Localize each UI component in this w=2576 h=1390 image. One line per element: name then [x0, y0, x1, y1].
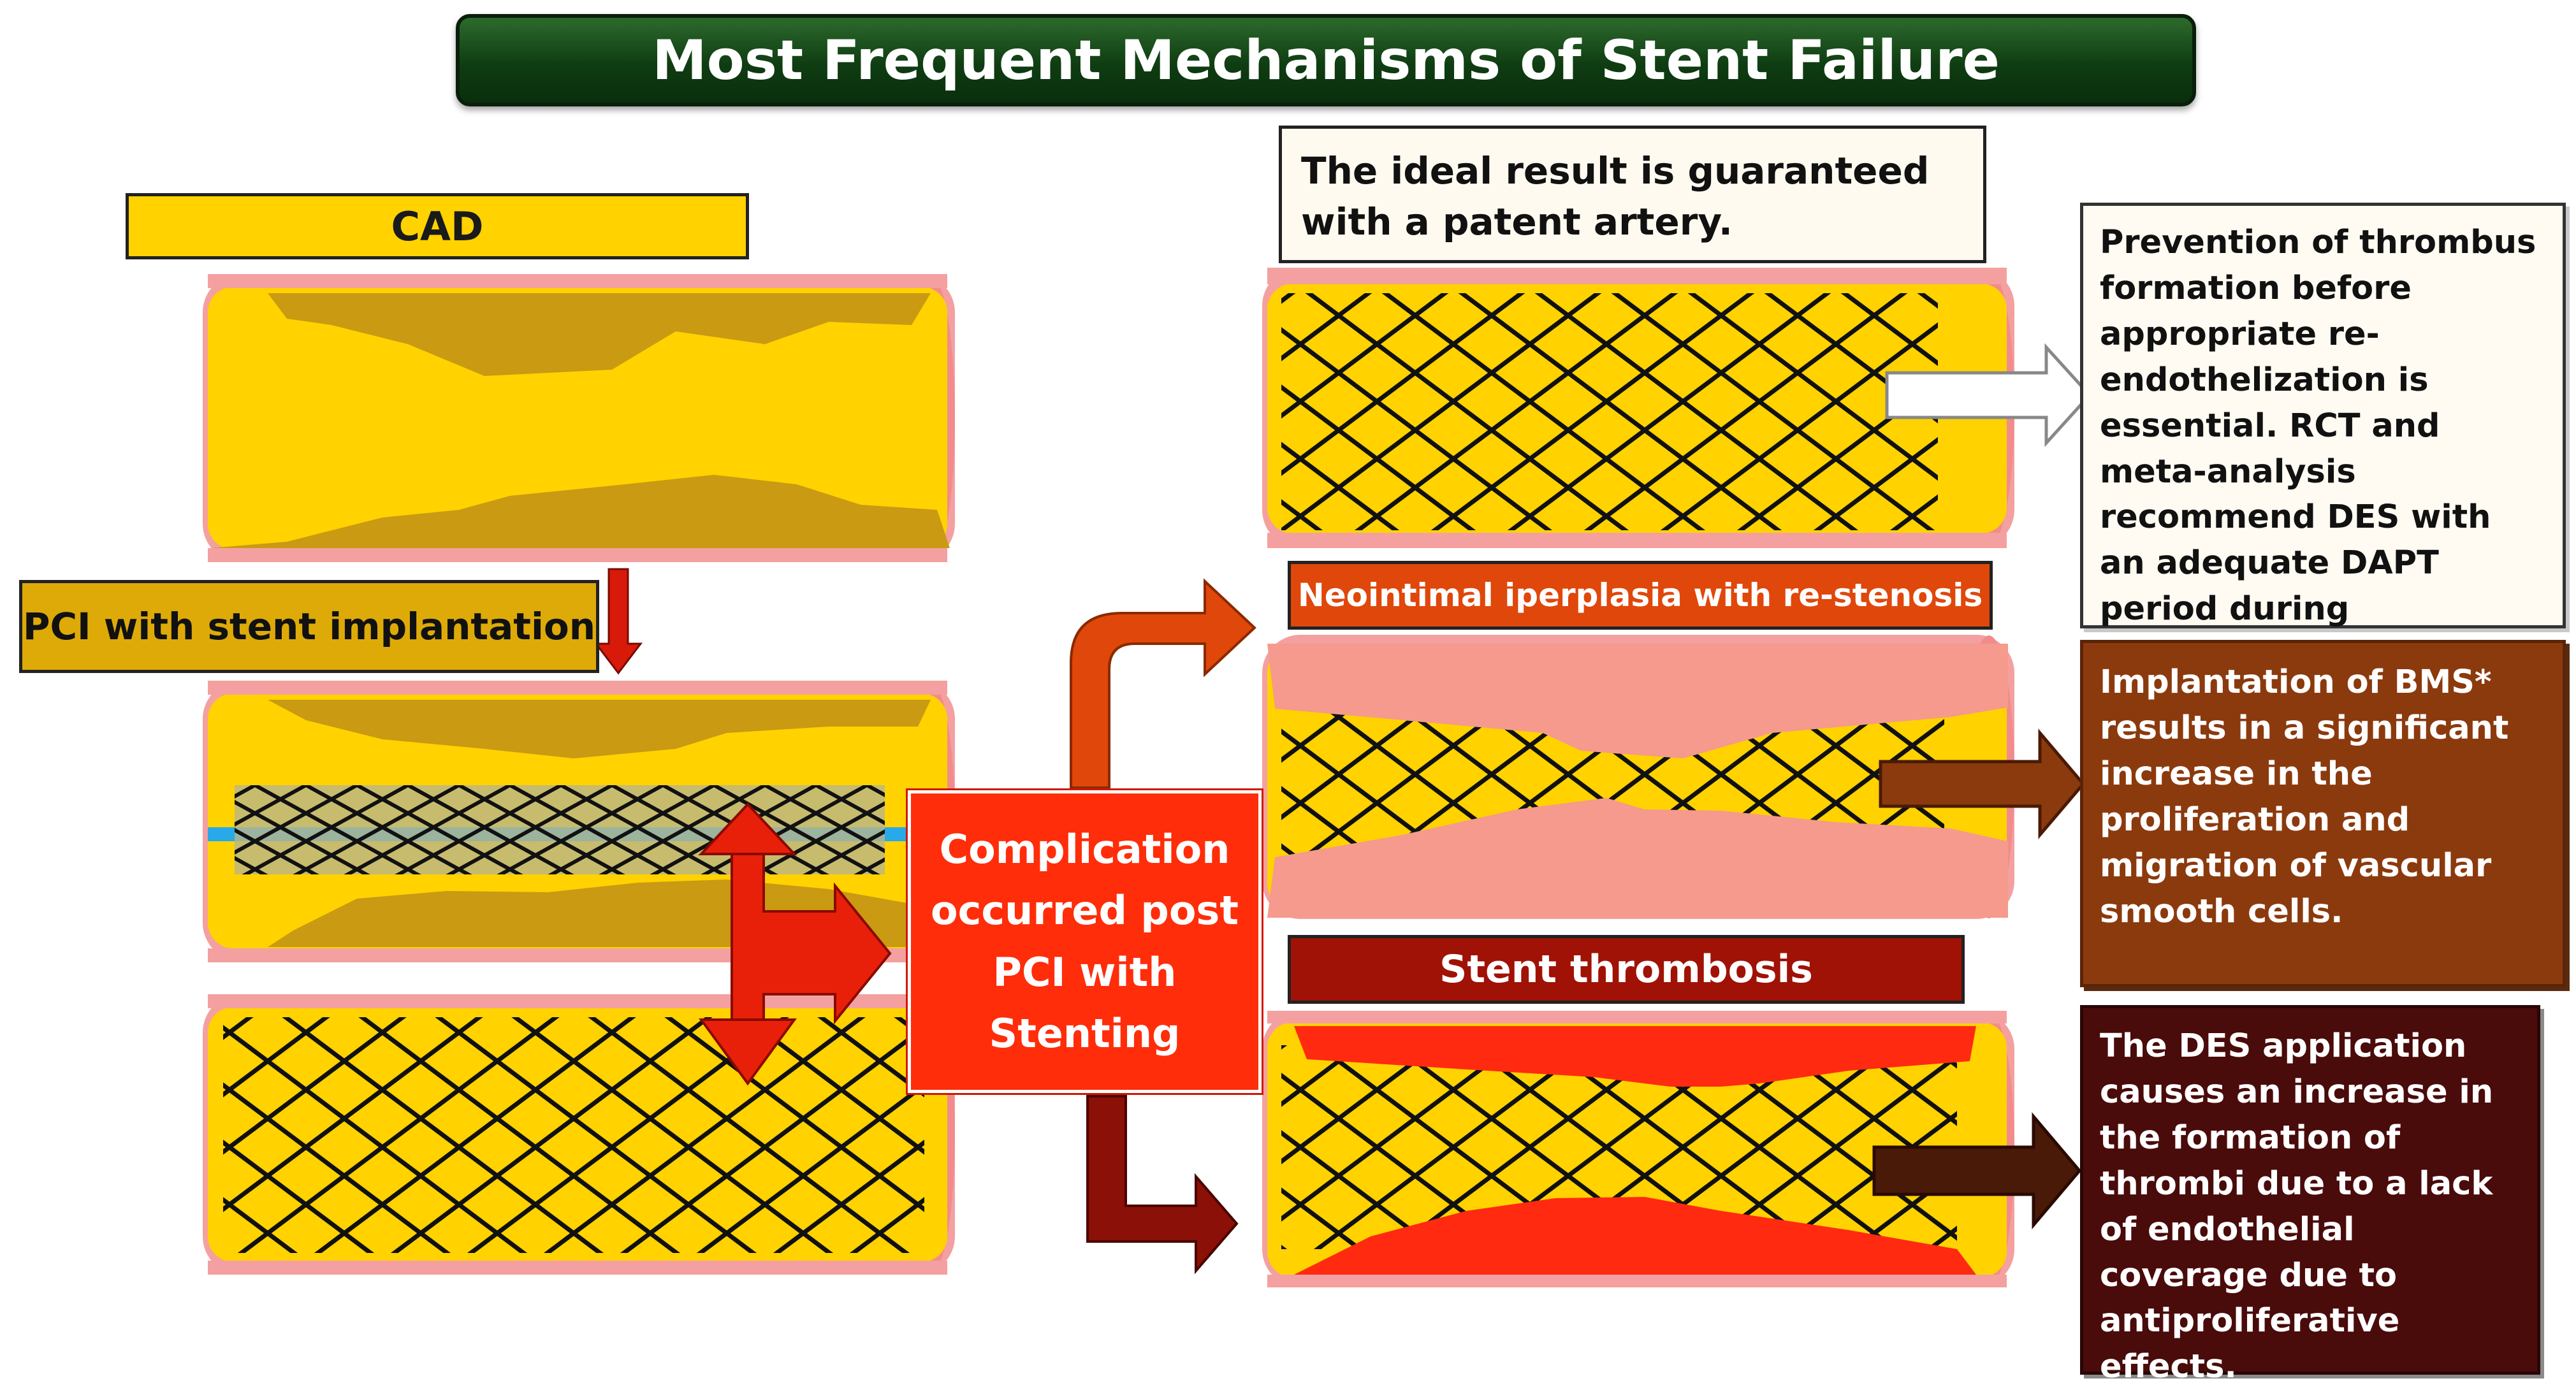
neointima-top	[1267, 644, 2008, 758]
plaque-top	[268, 700, 931, 758]
artery-neointimal	[1262, 635, 2014, 919]
down-arrow	[593, 568, 643, 675]
arrow-to-des	[1872, 1112, 2082, 1229]
stent-mesh	[223, 1017, 924, 1253]
thrombus-bottom	[1294, 1197, 1976, 1275]
branch-arrow	[698, 802, 892, 1086]
page-title: Most Frequent Mechanisms of Stent Failur…	[652, 28, 2000, 92]
cad-label-box: CAD	[126, 193, 749, 259]
neointimal-label: Neointimal iperplasia with re-stenosis	[1297, 577, 1983, 614]
plaque-top	[268, 293, 931, 376]
stent-mesh	[1281, 293, 1938, 530]
thrombus-top	[1294, 1026, 1976, 1087]
cad-label: CAD	[391, 203, 484, 250]
arrow-to-thrombosis	[1086, 1095, 1239, 1275]
prevention-note: Prevention of thrombus formation before …	[2100, 224, 2536, 674]
arrow-to-prevention	[1885, 343, 2092, 447]
ideal-result-label: The ideal result is guaranteed with a pa…	[1301, 149, 1930, 244]
neointimal-label-box: Neointimal iperplasia with re-stenosis	[1288, 561, 1993, 630]
artery-stent-deployed	[203, 994, 955, 1275]
ideal-result-box: The ideal result is guaranteed with a pa…	[1279, 126, 1986, 263]
complication-label: Complication occurred post PCI with Sten…	[931, 826, 1239, 1057]
artery-thrombosis	[1262, 1011, 2014, 1287]
pci-label: PCI with stent implantation	[22, 605, 596, 648]
des-note: The DES application causes an increase i…	[2100, 1027, 2494, 1386]
thrombosis-label: Stent thrombosis	[1439, 947, 1813, 992]
des-note-box: The DES application causes an increase i…	[2080, 1005, 2540, 1386]
bms-note: Implantation of BMS* results in a signif…	[2100, 663, 2509, 930]
title-banner: Most Frequent Mechanisms of Stent Failur…	[456, 14, 2196, 106]
artery-cad	[203, 274, 955, 562]
stent-crimped	[235, 785, 885, 874]
complication-box: Complication occurred post PCI with Sten…	[908, 790, 1262, 1093]
arrow-to-bms	[1879, 728, 2086, 839]
bms-note-box: Implantation of BMS* results in a signif…	[2080, 640, 2566, 987]
thrombosis-label-box: Stent thrombosis	[1288, 935, 1965, 1004]
pci-label-box: PCI with stent implantation	[19, 580, 599, 673]
artery-ideal	[1262, 268, 2014, 548]
plaque-bottom	[210, 475, 950, 548]
prevention-note-box: Prevention of thrombus formation before …	[2080, 203, 2566, 674]
arrow-to-neointimal	[1070, 578, 1256, 789]
neointima-bottom	[1267, 798, 2008, 918]
